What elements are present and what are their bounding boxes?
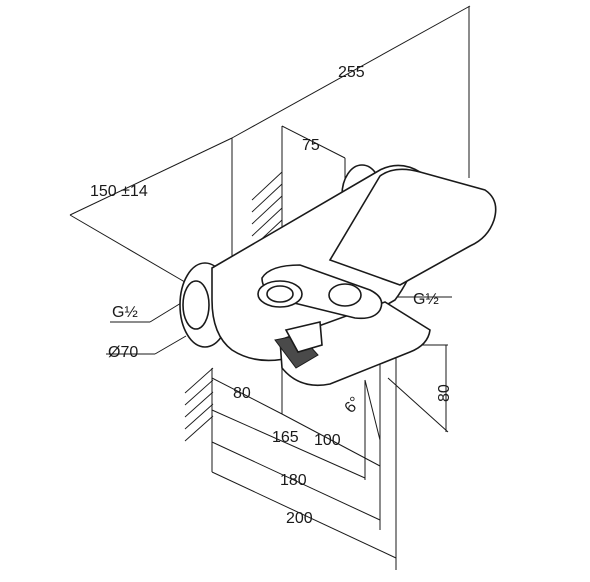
diverter-slot [284,321,323,353]
dim-255-label: 255 [338,64,365,81]
outlet-thread-label: G½ [413,291,439,308]
dim-80-horizontal-label: 80 [233,385,251,402]
dim-80-vertical-label: 80 [436,384,453,402]
dim-150-label: 150 ±14 [90,183,148,200]
angle-label: 6° [341,394,364,417]
dim-200-label: 200 [286,510,313,527]
dim-180-label: 180 [280,472,307,489]
dim-165-label: 165 [272,429,299,446]
cartridge-core [266,285,294,303]
dim-100-label: 100 [314,432,341,449]
inlet-thread-label: G½ [112,304,138,321]
wall-hatching-lower [184,367,214,442]
dim-75-label: 75 [302,137,320,154]
faucet-body [179,164,497,387]
left-inlet [182,280,210,330]
lever-knob [328,283,362,307]
dimension-lines [69,5,471,559]
top-shelf [328,168,497,286]
front-plate [279,301,431,387]
escutcheon-diameter-label: Ø70 [108,344,138,361]
